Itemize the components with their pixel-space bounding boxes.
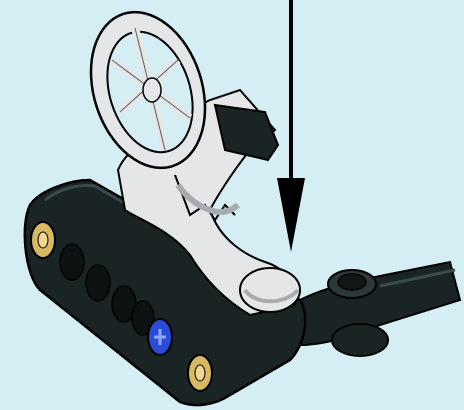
axle-pin-tan-right: [188, 355, 212, 391]
axle-pin-tan-left: [31, 222, 55, 258]
angle-connector-black: [300, 262, 460, 356]
insertion-arrow: [277, 0, 305, 252]
axle-pin-blue: [148, 319, 172, 355]
